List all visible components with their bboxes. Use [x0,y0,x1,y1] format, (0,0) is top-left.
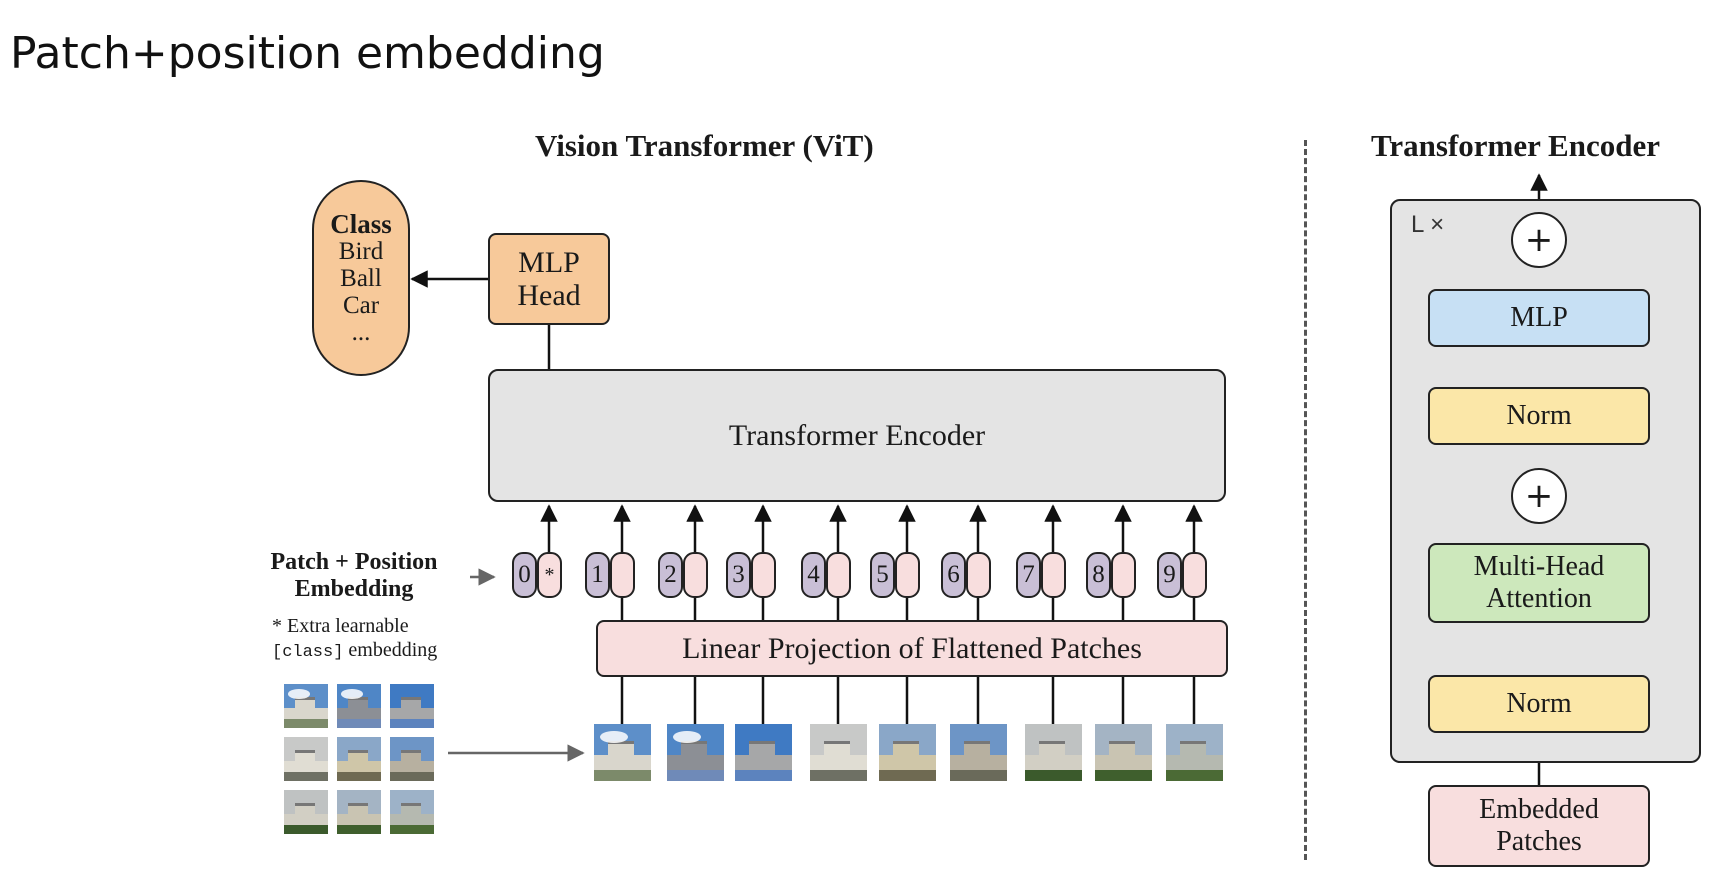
multi-head-attention-box: Multi-Head Attention [1428,543,1650,623]
encoder-norm-top: Norm [1428,387,1650,445]
sequence-patch-9 [1166,724,1223,781]
position-embedding-9: 9 [1157,552,1182,598]
mha-line2: Attention [1486,583,1592,614]
residual-add-top: + [1511,212,1567,268]
repeat-label: L × [1411,211,1445,238]
transformer-encoder-box: Transformer Encoder [488,369,1226,502]
embedded-line1: Embedded [1479,794,1599,825]
class-item-ball: Ball [340,264,382,292]
position-embedding-1: 1 [585,552,610,598]
mlp-head-line2: Head [517,279,581,312]
source-patch-1 [284,684,328,728]
patch-feed-lines [620,598,1196,724]
encoder-mlp-label: MLP [1510,302,1568,333]
patch-embedding-8 [1111,552,1136,598]
patch-embedding-9 [1182,552,1207,598]
source-patch-4 [284,737,328,781]
position-embedding-6: 6 [941,552,966,598]
encoder-input-arrows [540,504,1203,552]
class-header: Class [330,208,392,239]
source-patch-9 [390,790,434,834]
encoder-norm-bottom-label: Norm [1506,688,1572,719]
patch-position-label-line2: Embedding [294,576,414,602]
patch-position-embedding-label: Patch + Position Embedding [243,549,465,603]
extra-note-line1: * Extra learnable [272,615,409,637]
patch-embedding-3 [751,552,776,598]
patch-position-label-line1: Patch + Position [270,549,438,575]
transformer-encoder-label: Transformer Encoder [728,418,986,452]
extra-learnable-note: * Extra learnable [class] embedding [272,614,437,665]
embedded-patches-box: Embedded Patches [1428,785,1650,867]
mlp-head-box: MLP Head [488,233,610,325]
section-divider [1304,140,1307,860]
patch-embedding-2 [683,552,708,598]
source-patch-5 [337,737,381,781]
patch-embedding-5 [895,552,920,598]
encoder-norm-top-label: Norm [1506,400,1572,431]
position-embedding-8: 8 [1086,552,1111,598]
slide-title: Patch+position embedding [10,28,605,79]
patch-embedding-7 [1041,552,1066,598]
linear-projection-box: Linear Projection of Flattened Patches [596,620,1228,677]
position-embedding-2: 2 [658,552,683,598]
vit-title: Vision Transformer (ViT) [535,128,874,163]
class-token-embedding: * [537,552,562,598]
class-output-box: Class Bird Ball Car ... [312,180,410,376]
class-item-ellipsis: ... [351,318,371,346]
sequence-patch-2 [667,724,724,781]
linear-projection-label: Linear Projection of Flattened Patches [682,631,1142,665]
class-item-car: Car [342,291,380,319]
source-patch-6 [390,737,434,781]
patch-embedding-4 [826,552,851,598]
source-patch-8 [337,790,381,834]
sequence-patch-6 [950,724,1007,781]
sequence-patch-3 [735,724,792,781]
encoder-norm-bottom: Norm [1428,675,1650,733]
sequence-patch-4 [810,724,867,781]
source-patch-7 [284,790,328,834]
sequence-patch-7 [1025,724,1082,781]
class-token-code: [class] [272,643,344,662]
sequence-patch-1 [594,724,651,781]
embedded-line2: Patches [1496,826,1582,857]
position-embedding-4: 4 [801,552,826,598]
extra-note-line2-rest: embedding [343,639,438,661]
extra-note-line2: [class] embedding [272,638,437,665]
mlp-head-line1: MLP [518,246,580,279]
class-item-bird: Bird [338,237,384,265]
residual-add-bottom: + [1511,468,1567,524]
patch-embedding-6 [966,552,991,598]
position-embedding-0: 0 [512,552,537,598]
position-embedding-5: 5 [870,552,895,598]
sequence-patch-5 [879,724,936,781]
encoder-mlp-box: MLP [1428,289,1650,347]
source-patch-3 [390,684,434,728]
position-embedding-3: 3 [726,552,751,598]
source-patch-2 [337,684,381,728]
position-embedding-7: 7 [1016,552,1041,598]
sequence-patch-8 [1095,724,1152,781]
mha-line1: Multi-Head [1473,551,1605,582]
encoder-detail-title: Transformer Encoder [1371,128,1660,163]
patch-embedding-1 [610,552,635,598]
